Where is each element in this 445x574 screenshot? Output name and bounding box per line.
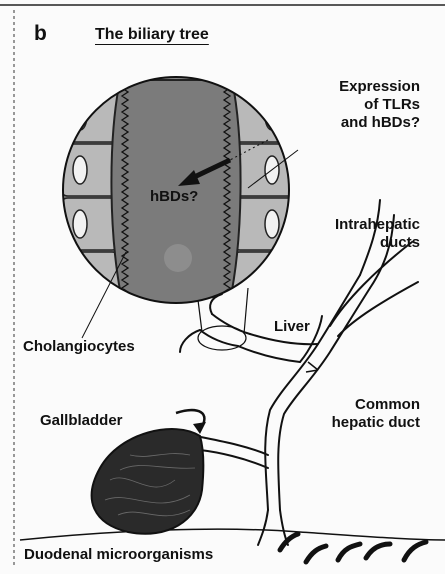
zoom-line-left <box>198 300 202 332</box>
common-line-2: hepatic duct <box>295 414 420 432</box>
magnified-duct-circle <box>60 75 296 364</box>
common-hepatic-duct-label: Common hepatic duct <box>295 396 420 432</box>
gallbladder-arrowhead-icon <box>193 422 206 434</box>
gallbladder-label: Gallbladder <box>40 412 123 430</box>
zoom-line-right <box>244 288 248 334</box>
hbds-label: hBDs? <box>150 188 198 206</box>
gallbladder-shape <box>92 429 204 534</box>
expression-line-2: of TLRs <box>298 96 420 114</box>
liver-label: Liver <box>274 318 310 336</box>
common-line-1: Common <box>295 396 420 414</box>
expression-label: Expression of TLRs and hBDs? <box>298 78 420 132</box>
expression-line-3: and hBDs? <box>298 114 420 132</box>
figure-title: The biliary tree <box>95 26 209 44</box>
magnified-region-ellipse <box>198 326 246 350</box>
intrahepatic-ducts-label: Intrahepatic ducts <box>300 216 420 252</box>
duodenum-line <box>20 529 445 540</box>
flow-arrow-icon <box>306 362 318 372</box>
bacteria-blob <box>164 244 192 272</box>
cholangiocytes-label: Cholangiocytes <box>23 338 135 356</box>
intrahepatic-line-1: Intrahepatic <box>300 216 420 234</box>
panel-letter: b <box>34 22 47 46</box>
expression-line-1: Expression <box>298 78 420 96</box>
intrahepatic-line-2: ducts <box>300 234 420 252</box>
duodenal-microorganisms-label: Duodenal microorganisms <box>24 546 213 564</box>
